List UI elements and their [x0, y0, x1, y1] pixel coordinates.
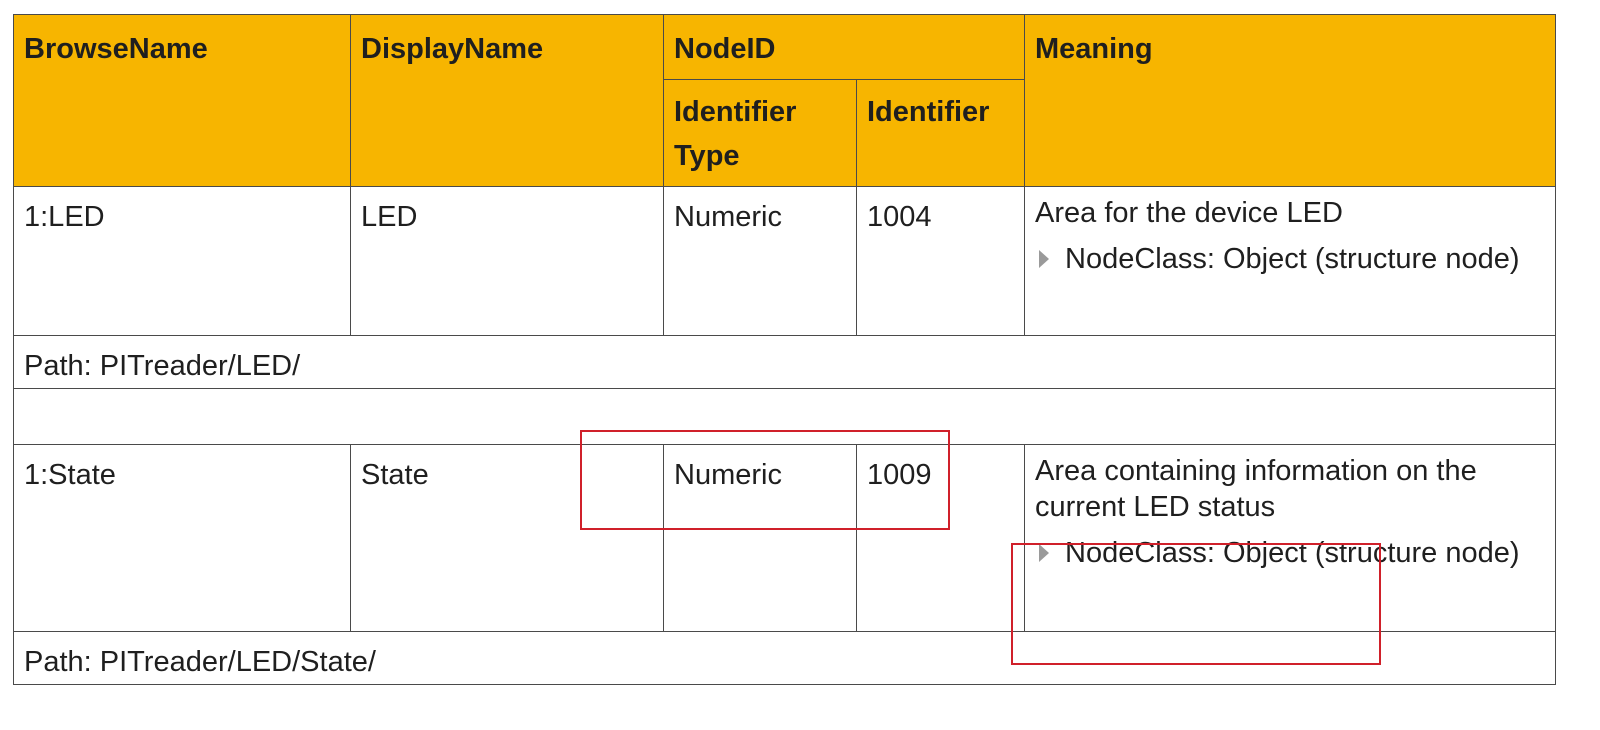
- header-identifier-type: Identifier Type: [663, 79, 857, 187]
- cell-identifier-type: Numeric: [663, 444, 857, 632]
- header-browse-name: BrowseName: [13, 14, 351, 187]
- bullet-item: NodeClass: Object (structure node): [1035, 237, 1545, 281]
- header-identifier: Identifier: [856, 79, 1025, 187]
- cell-meaning: Area containing information on the curre…: [1024, 444, 1556, 632]
- cell-identifier: 1009: [856, 444, 1025, 632]
- cell-identifier: 1004: [856, 186, 1025, 336]
- path-row: Path: PITreader/LED/: [13, 335, 1556, 389]
- bullet-text: NodeClass: Object (structure node): [1065, 537, 1520, 569]
- header-subrow: Identifier Type Identifier: [14, 79, 1556, 187]
- meaning-text: Area for the device LED: [1035, 197, 1343, 229]
- path-row: Path: PITreader/LED/State/: [13, 631, 1556, 685]
- cell-display-name: State: [350, 444, 664, 632]
- cell-display-name: LED: [350, 186, 664, 336]
- node-table: BrowseName DisplayName NodeID Meaning Id…: [13, 14, 1556, 685]
- header-meaning: Meaning: [1024, 14, 1556, 187]
- triangle-bullet-icon: [1039, 250, 1049, 268]
- spacer-cell: [13, 388, 1556, 445]
- meaning-text: Area containing information on the curre…: [1035, 455, 1477, 523]
- cell-meaning: Area for the device LED NodeClass: Objec…: [1024, 186, 1556, 336]
- triangle-bullet-icon: [1039, 544, 1049, 562]
- header-node-id: NodeID: [663, 14, 1025, 80]
- bullet-text: NodeClass: Object (structure node): [1065, 243, 1520, 275]
- cell-browse-name: 1:State: [13, 444, 351, 632]
- path-text: Path: PITreader/LED/State/: [13, 631, 1556, 685]
- spacer-row: [13, 388, 1556, 445]
- cell-browse-name: 1:LED: [13, 186, 351, 336]
- header-display-name: DisplayName: [350, 14, 664, 187]
- header-row: BrowseName DisplayName NodeID Meaning: [13, 14, 1556, 187]
- bullet-item: NodeClass: Object (structure node): [1035, 531, 1545, 575]
- path-text: Path: PITreader/LED/: [13, 335, 1556, 389]
- table-row: 1:LED LED Numeric 1004 Area for the devi…: [13, 186, 1556, 336]
- table-row: 1:State State Numeric 1009 Area containi…: [13, 444, 1556, 632]
- cell-identifier-type: Numeric: [663, 186, 857, 336]
